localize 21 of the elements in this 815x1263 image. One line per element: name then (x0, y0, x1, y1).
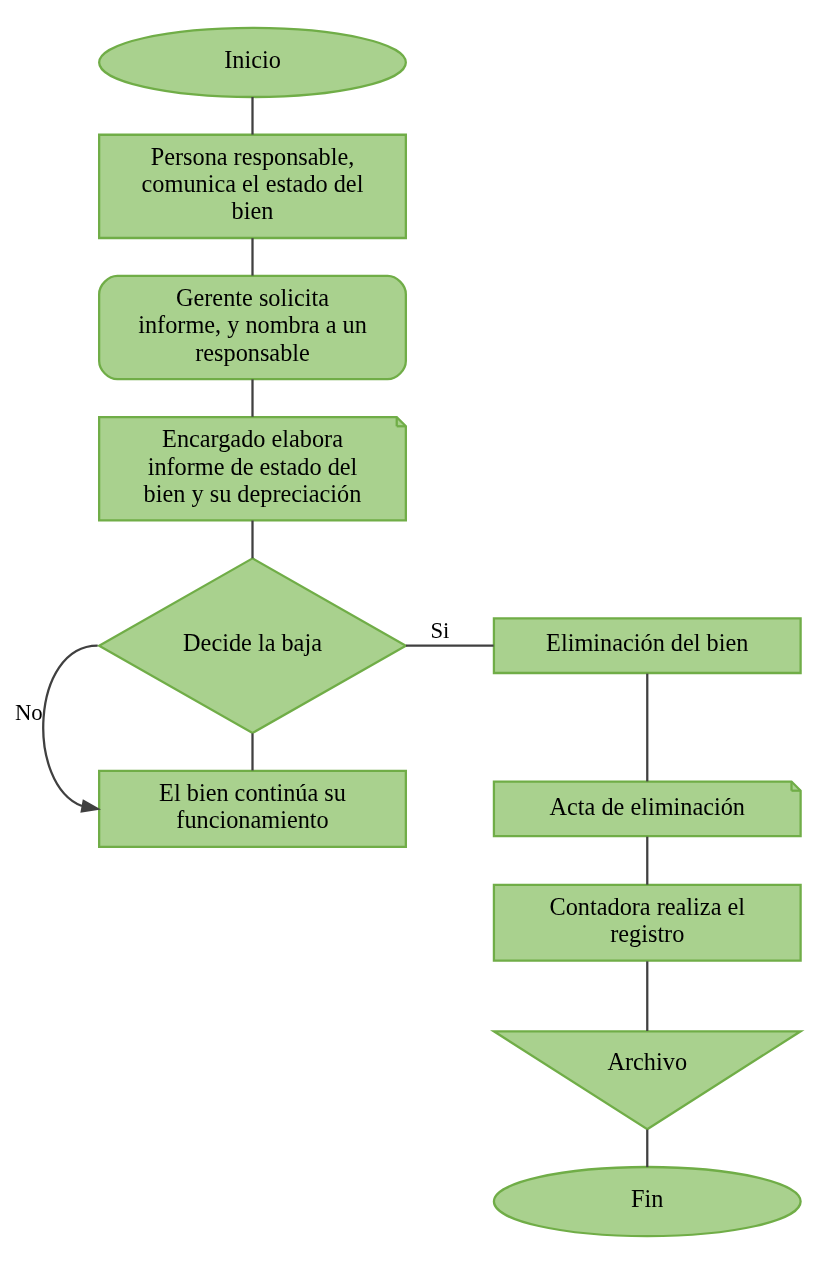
arrow (42, 644, 102, 813)
connector (251, 96, 254, 135)
edge-label: Si (430, 617, 450, 643)
connector (405, 644, 494, 647)
node-box: El bien continúa su funcionamiento (98, 769, 407, 848)
node-ellipse: Fin (492, 1165, 802, 1237)
connector (646, 960, 649, 1031)
connector (646, 673, 649, 781)
node-diamond: Decide la baja (96, 556, 409, 734)
connector (251, 237, 254, 276)
connector (251, 520, 254, 558)
node-box: Persona responsable, comunica el estado del bien (98, 133, 407, 239)
connector (646, 1129, 649, 1167)
edge-label: No (14, 699, 43, 725)
node-box: Contadora realiza el registro (492, 883, 802, 962)
connector (251, 378, 254, 417)
connector (646, 836, 649, 885)
connector (251, 732, 254, 770)
node-box: Gerente solicita informe, y nombra a un responsable (98, 274, 407, 380)
node-ellipse: Inicio (98, 26, 407, 98)
node-box: Eliminación del bien (492, 616, 802, 674)
